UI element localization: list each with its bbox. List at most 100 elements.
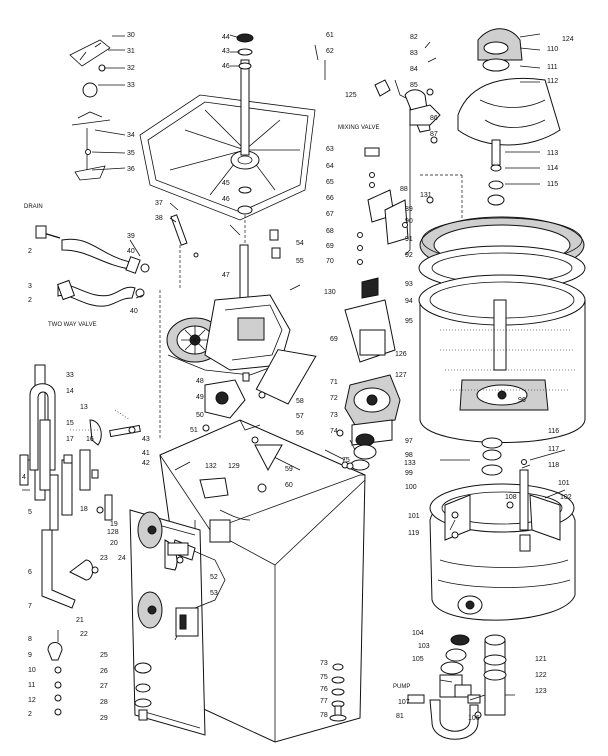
callout-58: 58	[296, 398, 304, 405]
callout-117: 117	[548, 446, 560, 453]
callout-43: 43	[142, 436, 150, 443]
callout-33-left: 33	[66, 372, 74, 379]
callout-29: 29	[100, 715, 108, 722]
callout-2-bottom: 2	[28, 711, 32, 718]
callout-114: 114	[547, 165, 559, 172]
callout-69: 69	[330, 336, 338, 343]
callout-85: 85	[410, 82, 418, 89]
callout-64: 64	[326, 163, 334, 170]
callout-17: 17	[66, 436, 74, 443]
callout-54: 54	[296, 240, 304, 247]
callout-118: 118	[548, 462, 560, 469]
callout-89: 89	[405, 206, 413, 213]
left-hoses	[19, 364, 152, 721]
callout-2-mid: 2	[28, 297, 32, 304]
callout-101-left: 101	[408, 513, 420, 520]
linkage-parts	[159, 214, 317, 564]
callout-71: 71	[330, 379, 338, 386]
callout-62: 62	[326, 48, 334, 55]
callout-107: 107	[398, 699, 410, 706]
callout-81: 81	[396, 713, 404, 720]
callout-46-top: 46	[222, 63, 230, 70]
callout-32: 32	[127, 65, 135, 72]
callout-44: 44	[222, 34, 230, 41]
callout-124: 124	[562, 36, 574, 43]
callout-36-top: 36	[127, 166, 135, 173]
callout-127: 127	[395, 372, 407, 379]
callout-121: 121	[535, 656, 547, 663]
callout-35: 35	[127, 150, 135, 157]
callout-76: 76	[320, 686, 328, 693]
callout-130: 130	[324, 289, 336, 296]
callout-46: 46	[222, 196, 230, 203]
callout-25: 25	[100, 652, 108, 659]
callout-90: 90	[405, 218, 413, 225]
callout-63: 63	[326, 146, 334, 153]
callout-84: 84	[410, 66, 418, 73]
callout-75: 75	[320, 674, 328, 681]
callout-27: 27	[100, 683, 108, 690]
callout-15: 15	[66, 420, 74, 427]
callout-55: 55	[296, 258, 304, 265]
callout-111: 111	[547, 64, 558, 71]
callout-43-top: 43	[222, 48, 230, 55]
drain-hoses	[35, 225, 150, 307]
callout-33: 33	[127, 82, 135, 89]
callout-13: 13	[80, 404, 88, 411]
callout-128: 128	[107, 529, 119, 536]
leader-lines	[91, 33, 566, 683]
callout-70: 70	[326, 258, 334, 265]
wash-tub	[418, 28, 586, 476]
callout-61: 61	[326, 32, 334, 39]
callout-73-mid: 73	[330, 412, 338, 419]
callout-40-top: 40	[127, 248, 135, 255]
callout-67: 67	[326, 211, 334, 218]
callout-98: 98	[405, 452, 413, 459]
callout-73: 73	[320, 660, 328, 667]
drain-label: DRAIN	[24, 204, 43, 210]
callout-14: 14	[66, 388, 74, 395]
callout-7: 7	[28, 603, 32, 610]
callout-57: 57	[296, 413, 304, 420]
callout-74: 74	[330, 428, 338, 435]
outer-tub	[429, 459, 576, 621]
callout-24: 24	[118, 555, 126, 562]
callout-102: 102	[560, 494, 572, 501]
callout-49: 49	[196, 394, 204, 401]
callout-31: 31	[127, 48, 135, 55]
callout-99: 99	[405, 470, 413, 477]
transmission	[166, 244, 291, 419]
callout-34: 34	[127, 132, 135, 139]
callout-37: 37	[155, 200, 163, 207]
callout-75-mid: 75	[342, 457, 350, 464]
callout-20: 20	[110, 540, 118, 547]
callout-68: 68	[326, 228, 334, 235]
callout-19: 19	[110, 521, 118, 528]
callout-11: 11	[28, 682, 36, 689]
hanger-bracket	[69, 39, 111, 181]
callout-110: 110	[547, 46, 559, 53]
callout-52: 52	[210, 574, 218, 581]
callout-42: 42	[142, 460, 150, 467]
callout-112: 112	[547, 78, 559, 85]
callout-16: 16	[86, 436, 94, 443]
callout-108: 108	[505, 494, 517, 501]
callout-132: 132	[205, 463, 217, 470]
callout-119: 119	[408, 530, 420, 537]
two-way-valve-label: TWO WAY VALVE	[48, 322, 97, 328]
callout-77: 77	[320, 698, 328, 705]
callout-125: 125	[345, 92, 357, 99]
callout-96: 96	[518, 397, 526, 404]
callout-3: 3	[28, 283, 32, 290]
pump-motor	[336, 277, 401, 471]
callout-2-top: 2	[28, 248, 32, 255]
callout-21: 21	[76, 617, 84, 624]
callout-66: 66	[326, 195, 334, 202]
callout-94: 94	[405, 298, 413, 305]
callout-126: 126	[395, 351, 407, 358]
callout-87: 87	[430, 131, 438, 138]
callout-53: 53	[210, 590, 218, 597]
callout-65: 65	[326, 179, 334, 186]
